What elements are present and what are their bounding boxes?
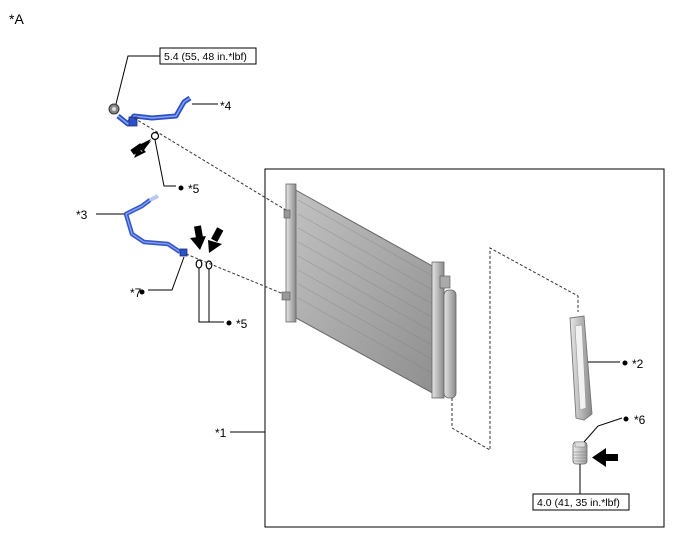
receiver-plug (572, 441, 588, 465)
arrow-lower-o-ring-1 (190, 225, 206, 250)
replace-dot-5-upper (178, 185, 184, 191)
leader-7 (148, 256, 185, 291)
desiccant (569, 315, 593, 421)
callout-6: *6 (634, 413, 646, 427)
assembly-frame (264, 168, 665, 528)
replace-dot-2 (622, 360, 628, 366)
torque-spec-bottom: 4.0 (41, 35 in.*lbf) (532, 464, 630, 511)
dash-upper (133, 117, 295, 216)
arrow-plug (592, 448, 618, 467)
callout-3: *3 (76, 208, 88, 222)
liquid-pipe (123, 194, 188, 257)
o-ring-lower-1 (195, 259, 203, 269)
dash-lower (185, 253, 287, 296)
callout-5-lower: *5 (236, 317, 248, 331)
leader-6 (583, 417, 623, 443)
replace-dot-7 (139, 289, 145, 295)
callout-2: *2 (632, 357, 644, 371)
callout-1: *1 (215, 426, 227, 440)
replace-dot-5-lower (226, 320, 232, 326)
torque-spec-bottom-text: 4.0 (41, 35 in.*lbf) (537, 497, 620, 509)
leader-5-upper (154, 139, 176, 187)
condenser (281, 183, 457, 399)
dash-receiver (451, 247, 579, 451)
o-ring-upper (150, 131, 160, 141)
replace-dot-6 (623, 416, 629, 422)
callout-5-upper: *5 (188, 182, 200, 196)
arrow-lower-o-ring-2 (208, 227, 224, 253)
callout-7: *7 (130, 286, 142, 300)
torque-spec-top-text: 5.4 (55, 48 in.*lbf) (164, 51, 247, 63)
figure-label: *A (9, 11, 24, 27)
callout-4: *4 (220, 99, 232, 113)
leader-5-lower (198, 268, 210, 323)
arrow-upper-o-ring (130, 139, 152, 158)
pipe-nut (108, 103, 120, 115)
discharge-pipe (116, 95, 192, 127)
torque-spec-top: 5.4 (55, 48 in.*lbf) (115, 47, 257, 105)
